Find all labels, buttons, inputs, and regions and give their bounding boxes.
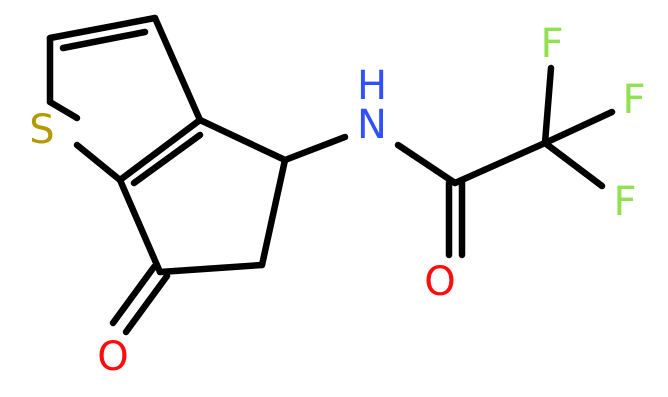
bond-cf3-f1 xyxy=(541,64,555,147)
bond-cf3-f3 xyxy=(541,139,606,190)
atom-fluorine-right-label: F xyxy=(622,77,645,123)
bond-s-c6a xyxy=(73,141,124,184)
bond-c5-c6 xyxy=(156,261,266,276)
atom-sulfur-label: S xyxy=(29,107,54,153)
bond-c2-c3 xyxy=(46,14,159,42)
bond-c6a-c3a xyxy=(116,116,204,184)
bond-camide-cf3 xyxy=(451,139,549,187)
bond-c2-c3-inner xyxy=(59,28,149,52)
bond-c3a-c4 xyxy=(196,116,289,164)
atom-fluorine-top-label: F xyxy=(540,21,563,67)
bond-s-c2 xyxy=(46,98,81,122)
atom-amine-hydrogen-label: H xyxy=(357,63,387,109)
atom-amide-oxygen-label: O xyxy=(424,259,455,305)
bond-cf3-f2 xyxy=(541,108,616,147)
bond-c6-o1-b xyxy=(122,272,171,336)
bond-c3-c3a xyxy=(151,14,204,124)
bond-c4-n xyxy=(281,133,349,164)
atom-nitrogen-label: N xyxy=(357,102,387,148)
atom-fluorine-bottom-label: F xyxy=(613,179,636,225)
bond-c4-c5 xyxy=(258,156,289,269)
bond-c6a-c3a-inner xyxy=(130,131,204,187)
bond-c6-c6a xyxy=(116,176,164,276)
atom-ketone-oxygen-label: O xyxy=(97,334,128,380)
bond-n-camide xyxy=(394,141,459,187)
bond-c6-o1-a xyxy=(109,263,158,327)
